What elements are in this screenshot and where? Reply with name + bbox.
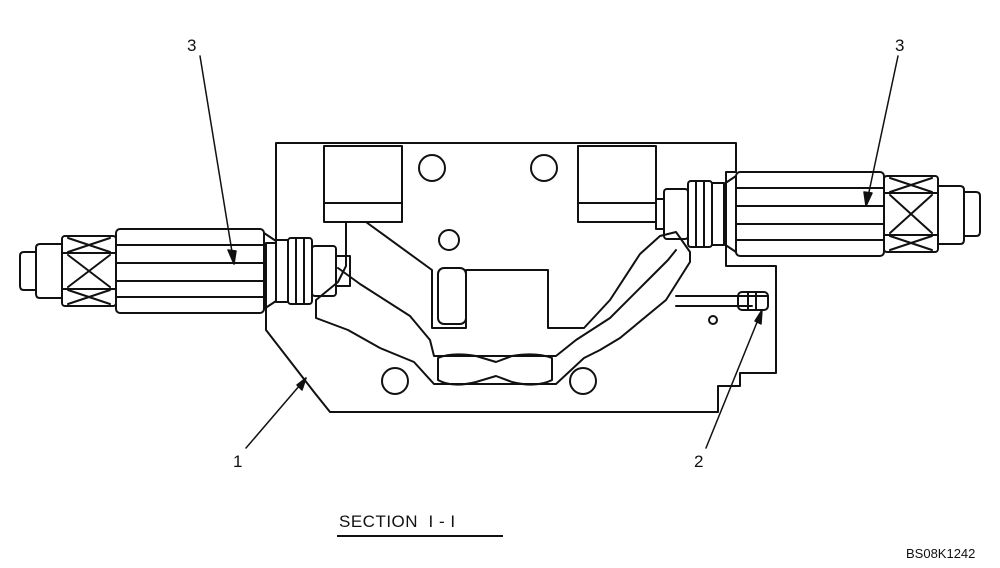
bottom-cavity	[438, 354, 552, 384]
hole-lower-right	[570, 368, 596, 394]
hole-lower-left	[382, 368, 408, 394]
callout-3-left: 3	[187, 36, 197, 55]
relief-valve-left	[20, 229, 350, 313]
hole-small-center	[439, 230, 459, 250]
side-passage	[676, 296, 768, 306]
valve-body-outline	[266, 143, 776, 412]
internal-channel-inner	[338, 250, 676, 356]
section-title: SECTION I - I	[339, 512, 456, 531]
callout-3-right: 3	[895, 36, 905, 55]
center-slot	[438, 268, 466, 324]
leader-3-right	[866, 56, 898, 206]
leader-lines	[200, 56, 898, 448]
hole-upper-left	[419, 155, 445, 181]
hole-upper-right	[531, 155, 557, 181]
relief-valve-right	[656, 172, 980, 256]
drawing-code: BS08K1242	[906, 546, 976, 561]
leader-2	[706, 310, 762, 448]
section-title-underline	[337, 535, 503, 537]
callout-1: 1	[233, 452, 243, 471]
callout-2: 2	[694, 452, 704, 471]
upper-port-left	[324, 146, 402, 222]
upper-port-right	[578, 146, 656, 222]
hole-tiny	[709, 316, 717, 324]
leader-1	[246, 378, 306, 448]
plug-2	[738, 292, 768, 310]
leader-3-left	[200, 56, 234, 264]
